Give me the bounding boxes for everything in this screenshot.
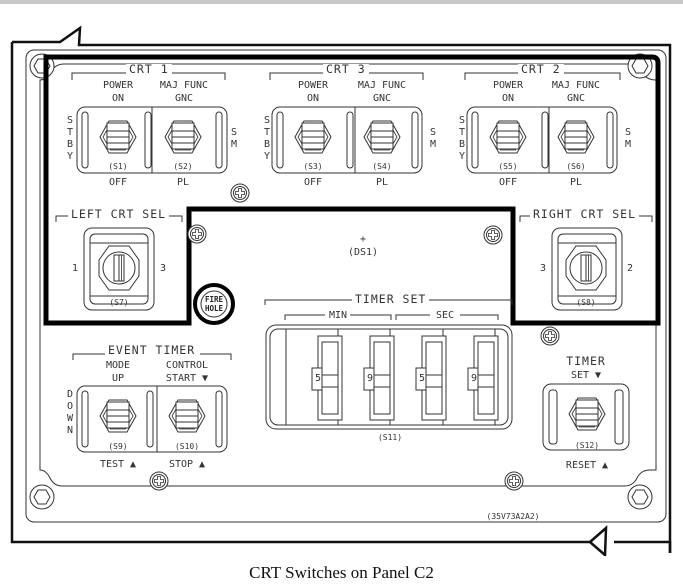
right-crt-sel-title: RIGHT CRT SEL [530,208,640,220]
right-crt-sel-pos-2: 2 [626,263,634,274]
timer-min-ones-digit: 9 [367,373,374,384]
crt2-majfunc-switch-id: (S6) [566,162,586,171]
left-crt-sel-rotary-switch[interactable] [97,246,141,290]
right-crt-sel-rotary-switch[interactable] [564,246,608,290]
right-crt-sel-switch-id: (S8) [576,298,596,307]
crt2-pl-label: PL [569,177,583,188]
figure-caption: CRT Switches on Panel C2 [249,563,434,582]
event-timer-start-label: START ▼ [165,373,209,384]
crt3-power-on-label: ON [306,93,320,104]
crt1-title: CRT 1 [126,63,172,75]
crt2-off-label: OFF [498,177,518,188]
left-crt-sel-pos-3: 3 [159,263,167,274]
timer-title: TIMER [566,354,606,368]
timer-sec-ones-thumbwheel[interactable] [472,336,500,420]
crt1-power-switch-id: (S1) [108,162,128,171]
crt3-power-toggle-switch[interactable] [290,115,336,161]
crt3-majfunc-label: MAJ FUNC [357,80,407,91]
crt1-power-on-label: ON [111,93,125,104]
crt2-power-toggle-switch[interactable] [485,115,531,161]
event-timer-control-label: CONTROL [165,360,209,371]
crt1-power-toggle-switch[interactable] [95,115,141,161]
fire-hole-line1: FIRE [204,295,224,304]
crt1-majfunc-toggle-switch[interactable] [160,115,206,161]
left-crt-sel-title: LEFT CRT SEL [68,208,170,220]
crt1-sm-label: SM [230,127,238,150]
crt2-majfunc-toggle-switch[interactable] [553,115,599,161]
crt2-power-label: POWER [492,80,524,91]
panel-drawing [10,25,672,557]
panel-id: (35V73A2A2) [486,512,540,521]
fire-hole-line2: HOLE [204,304,224,313]
crt3-gnc-label: GNC [372,93,392,104]
timer-sec-tens-thumbwheel[interactable] [420,336,448,420]
crt3-sm-label: SM [429,127,437,150]
crt2-power-on-label: ON [501,93,515,104]
crt3-pl-label: PL [375,177,389,188]
crt3-majfunc-toggle-switch[interactable] [359,115,405,161]
event-timer-mode-switch-id: (S9) [108,442,128,451]
event-timer-up-label: UP [111,373,125,384]
timer-min-tens-digit: 5 [315,373,322,384]
timer-toggle-switch[interactable] [564,392,610,438]
crt3-power-switch-id: (S3) [303,162,323,171]
event-timer-mode-toggle-switch[interactable] [95,394,141,440]
crt2-power-switch-id: (S5) [498,162,518,171]
top-border [0,0,683,4]
timer-set-switch-id: (S11) [377,433,403,442]
event-timer-test-label: TEST ▲ [99,459,137,470]
crt2-stby-label: STBY [458,115,466,162]
event-timer-mode-label: MODE [105,360,131,371]
timer-set-min-label: MIN [326,310,350,321]
left-crt-sel-pos-1: 1 [71,263,79,274]
crt1-off-label: OFF [108,177,128,188]
crt2-majfunc-label: MAJ FUNC [551,80,601,91]
crt3-power-label: POWER [297,80,329,91]
crt1-pl-label: PL [176,177,190,188]
crt3-stby-label: STBY [263,115,271,162]
event-timer-control-toggle-switch[interactable] [164,394,210,440]
crt3-title: CRT 3 [323,63,369,75]
timer-sec-ones-digit: 9 [471,373,478,384]
crt2-sm-label: SM [624,127,632,150]
event-timer-control-switch-id: (S10) [174,442,200,451]
crt1-majfunc-switch-id: (S2) [173,162,193,171]
crt1-power-label: POWER [102,80,134,91]
right-crt-sel-pos-3: 3 [539,263,547,274]
crt3-majfunc-switch-id: (S4) [372,162,392,171]
timer-set-title: TIMER SET [352,293,430,305]
ds1-label: (DS1) [347,247,379,258]
crt2-gnc-label: GNC [566,93,586,104]
timer-reset-label: RESET ▲ [565,460,609,471]
timer-min-ones-thumbwheel[interactable] [368,336,396,420]
event-timer-stop-label: STOP ▲ [168,459,206,470]
timer-switch-id: (S12) [574,441,600,450]
timer-set-sec-label: SEC [431,310,459,321]
timer-min-tens-thumbwheel[interactable] [316,336,344,420]
event-timer-title: EVENT TIMER [105,344,199,356]
fire-hole-label: FIRE HOLE [201,295,227,313]
crt3-off-label: OFF [303,177,323,188]
outer-frame-top [12,25,672,553]
crt1-gnc-label: GNC [174,93,194,104]
crt1-stby-label: STBY [66,115,74,162]
crt1-majfunc-label: MAJ FUNC [159,80,209,91]
timer-set-label: SET ▼ [570,370,602,381]
ds1-marker: + [359,234,367,245]
event-timer-down-label: DOWN [66,389,74,436]
timer-sec-tens-digit: 5 [419,373,426,384]
left-crt-sel-switch-id: (S7) [109,298,129,307]
crt2-title: CRT 2 [518,63,564,75]
